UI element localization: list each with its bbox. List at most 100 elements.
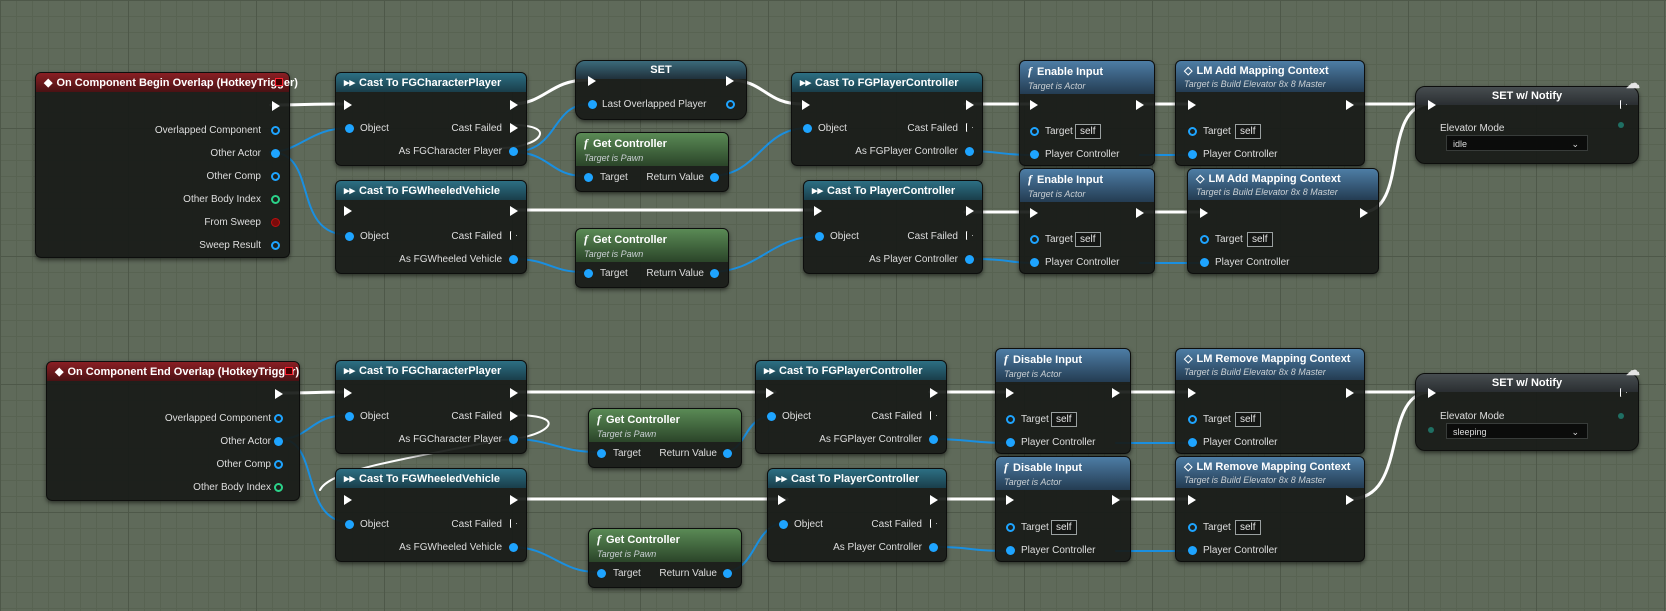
exec-out-pin[interactable] xyxy=(510,100,518,110)
exec-in-pin[interactable] xyxy=(344,388,352,398)
self-value[interactable]: self xyxy=(1235,520,1261,535)
sweep-result-pin[interactable] xyxy=(271,241,280,250)
exec-in-pin[interactable] xyxy=(1428,100,1436,110)
exec-in-pin[interactable] xyxy=(1188,495,1196,505)
exec-in-pin[interactable] xyxy=(1006,388,1014,398)
cast-playercontroller-node[interactable]: ▸▸Cast To PlayerController Object Cast F… xyxy=(803,180,983,274)
other-body-index-pin[interactable] xyxy=(271,195,280,204)
self-value[interactable]: self xyxy=(1051,412,1077,427)
elevator-mode-dropdown[interactable]: idle⌄ xyxy=(1446,135,1588,151)
other-comp-pin[interactable] xyxy=(271,172,280,181)
exec-out-pin[interactable] xyxy=(275,389,283,399)
exec-in-pin[interactable] xyxy=(344,495,352,505)
cast-failed-pin[interactable] xyxy=(510,411,518,421)
exec-out-pin[interactable] xyxy=(1346,388,1354,398)
player-controller-pin[interactable] xyxy=(1200,258,1209,267)
as-fgcharacter-player-pin[interactable] xyxy=(509,147,518,156)
cast-fgplayercontroller-node[interactable]: ▸▸Cast To FGPlayerController Object Cast… xyxy=(791,72,983,166)
elevator-mode-out-pin[interactable] xyxy=(1618,413,1624,419)
exec-out-pin[interactable] xyxy=(1136,208,1144,218)
other-comp-pin[interactable] xyxy=(274,460,283,469)
cast-failed-pin[interactable] xyxy=(966,231,973,240)
as-fgwheeled-vehicle-pin[interactable] xyxy=(509,543,518,552)
exec-in-pin[interactable] xyxy=(778,495,786,505)
target-pin[interactable] xyxy=(1030,235,1039,244)
exec-out-pin[interactable] xyxy=(1136,100,1144,110)
exec-out-pin[interactable] xyxy=(510,206,518,216)
player-controller-pin[interactable] xyxy=(1006,546,1015,555)
cast-failed-pin[interactable] xyxy=(930,519,937,528)
elevator-mode-in-pin[interactable] xyxy=(1428,427,1434,433)
as-fgplayer-controller-pin[interactable] xyxy=(929,435,938,444)
begin-overlap-header[interactable]: ◆On Component Begin Overlap (HotkeyTrigg… xyxy=(36,73,298,92)
cast-header[interactable]: ▸▸Cast To PlayerController xyxy=(768,469,946,488)
player-controller-pin[interactable] xyxy=(1030,150,1039,159)
cast-fgwheeledvehicle-node[interactable]: ▸▸Cast To FGWheeledVehicle Object Cast F… xyxy=(335,468,527,562)
cast-fgwheeledvehicle-node[interactable]: ▸▸Cast To FGWheeledVehicle Object Cast F… xyxy=(335,180,527,274)
object-pin[interactable] xyxy=(345,232,354,241)
self-value[interactable]: self xyxy=(1075,232,1101,247)
set-w-notify-header[interactable]: SET w/ Notify☁ xyxy=(1416,75,1640,105)
target-pin[interactable] xyxy=(1030,127,1039,136)
exec-in-pin[interactable] xyxy=(766,388,774,398)
exec-out-pin[interactable] xyxy=(930,388,938,398)
target-pin[interactable] xyxy=(597,569,606,578)
exec-in-pin[interactable] xyxy=(1030,100,1038,110)
exec-in-pin[interactable] xyxy=(814,206,822,216)
exec-out-pin[interactable] xyxy=(966,100,974,110)
exec-in-pin[interactable] xyxy=(1030,208,1038,218)
exec-in-pin[interactable] xyxy=(344,206,352,216)
return-value-pin[interactable] xyxy=(723,569,732,578)
cast-header[interactable]: ▸▸Cast To FGPlayerController xyxy=(756,361,946,380)
exec-out-pin[interactable] xyxy=(1346,100,1354,110)
return-value-pin[interactable] xyxy=(710,269,719,278)
target-pin[interactable] xyxy=(584,269,593,278)
cast-playercontroller-node[interactable]: ▸▸Cast To PlayerController Object Cast F… xyxy=(767,468,947,562)
as-fgwheeled-vehicle-pin[interactable] xyxy=(509,255,518,264)
object-pin[interactable] xyxy=(345,124,354,133)
end-overlap-event-node[interactable]: ◆On Component End Overlap (HotkeyTrigger… xyxy=(46,361,300,501)
cast-header[interactable]: ▸▸Cast To PlayerController xyxy=(804,181,982,200)
set-last-overlapped-player-node[interactable]: SET Last Overlapped Player xyxy=(575,60,747,120)
cast-failed-pin[interactable] xyxy=(510,123,518,133)
other-actor-pin[interactable] xyxy=(274,437,283,446)
cast-header[interactable]: ▸▸Cast To FGWheeledVehicle xyxy=(336,469,526,488)
exec-out-pin[interactable] xyxy=(1112,495,1120,505)
player-controller-pin[interactable] xyxy=(1188,546,1197,555)
self-value[interactable]: self xyxy=(1051,520,1077,535)
exec-in-pin[interactable] xyxy=(1428,388,1436,398)
cast-header[interactable]: ▸▸Cast To FGCharacterPlayer xyxy=(336,361,526,380)
set-w-notify-node[interactable]: SET w/ Notify☁ Elevator Mode sleeping⌄ xyxy=(1415,362,1640,451)
last-overlapped-player-out-pin[interactable] xyxy=(726,100,735,109)
exec-out-pin[interactable] xyxy=(510,388,518,398)
object-pin[interactable] xyxy=(815,232,824,241)
cast-fgplayercontroller-node[interactable]: ▸▸Cast To FGPlayerController Object Cast… xyxy=(755,360,947,454)
as-player-controller-pin[interactable] xyxy=(929,543,938,552)
elevator-mode-out-pin[interactable] xyxy=(1618,122,1624,128)
object-pin[interactable] xyxy=(803,124,812,133)
exec-out-pin[interactable] xyxy=(726,76,734,86)
self-value[interactable]: self xyxy=(1235,412,1261,427)
exec-out-pin[interactable] xyxy=(510,495,518,505)
cast-failed-pin[interactable] xyxy=(930,411,937,420)
cast-header[interactable]: ▸▸Cast To FGWheeledVehicle xyxy=(336,181,526,200)
begin-overlap-event-node[interactable]: ◆On Component Begin Overlap (HotkeyTrigg… xyxy=(35,72,298,258)
as-player-controller-pin[interactable] xyxy=(965,255,974,264)
as-fgplayer-controller-pin[interactable] xyxy=(965,147,974,156)
object-pin[interactable] xyxy=(767,412,776,421)
